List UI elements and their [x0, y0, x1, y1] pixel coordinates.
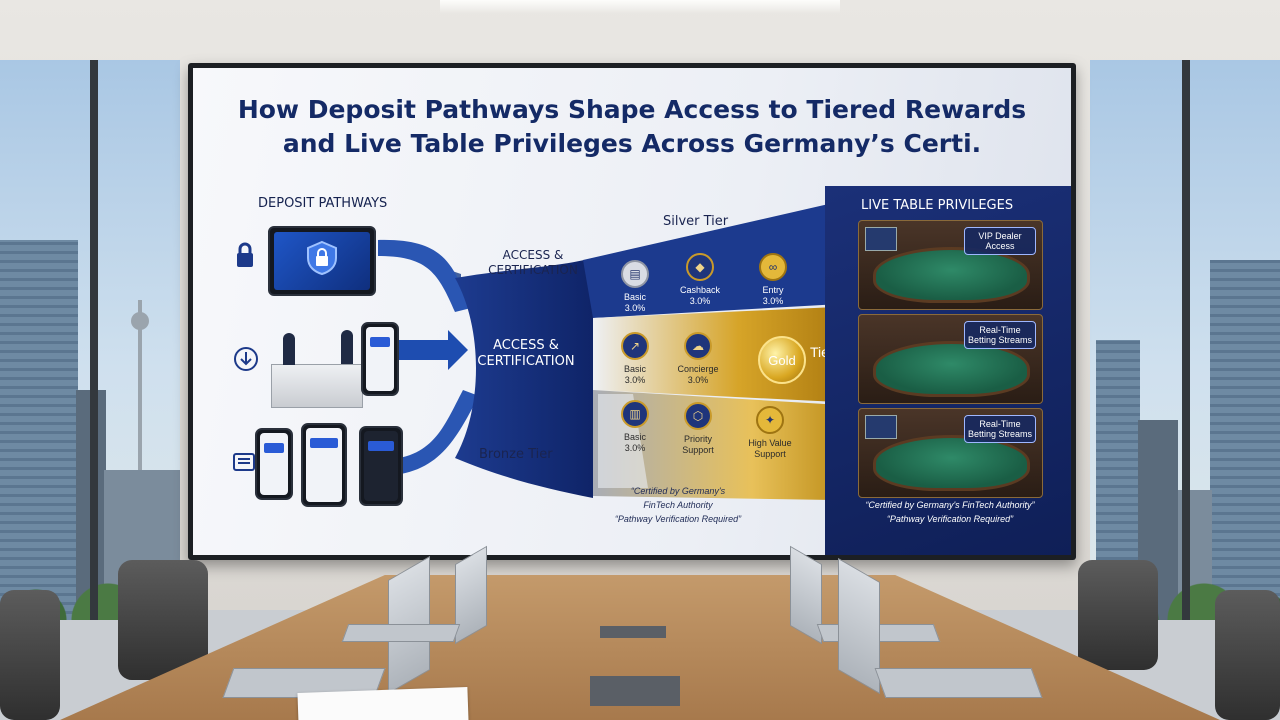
phone: [361, 322, 399, 396]
monitor: [865, 415, 897, 439]
badge-icon: ▤: [621, 260, 649, 288]
tv-tower-sphere: [131, 312, 149, 330]
ceiling-light: [440, 0, 840, 14]
phone: [301, 423, 347, 507]
office-chair: [118, 560, 208, 680]
privilege-bubble: VIP Dealer Access: [964, 227, 1036, 255]
privilege-bubble: Real-Time Betting Streams: [964, 415, 1036, 443]
live-table-card: Real-Time Betting Streams: [858, 408, 1043, 498]
bank-customer: [341, 330, 353, 364]
left-window: [0, 60, 180, 620]
monitor: [865, 227, 897, 251]
badge-icon: ↗: [621, 332, 649, 360]
bronze-benefit: ⬡ Priority Support: [661, 402, 735, 456]
building: [0, 240, 78, 620]
badge-icon: ∞: [759, 253, 787, 281]
silver-benefit: ∞ Entry 3.0%: [736, 253, 810, 307]
window-mullion: [90, 60, 98, 620]
office-chair: [1078, 560, 1158, 670]
gold-benefit: ☁ Concierge 3.0%: [661, 332, 735, 386]
download-icon: [233, 346, 259, 372]
silver-tier-label: Silver Tier: [663, 214, 729, 229]
certification-note-left: “Certified by Germany's FinTech Authorit…: [614, 486, 742, 524]
access-certification-label-top: ACCESS & CERTIFICATION: [488, 248, 578, 277]
bronze-tier-band: [593, 390, 858, 500]
bank-clerk: [283, 333, 295, 365]
tablet: [600, 626, 666, 638]
table-felt: [873, 435, 1030, 491]
infographic-screen: How Deposit Pathways Shape Access to Tie…: [193, 68, 1071, 555]
access-funnel: [455, 258, 593, 498]
table-felt: [873, 247, 1030, 303]
phone: [255, 428, 293, 500]
badge-icon: ⬡: [684, 402, 712, 430]
title-line-2: and Live Table Privileges Across Germany…: [282, 129, 982, 158]
gold-benefit: ↗ Basic 3.0%: [598, 332, 672, 386]
bronze-tier-label: Bronze Tier: [479, 447, 553, 462]
badge-icon: ▥: [621, 400, 649, 428]
infographic-title: How Deposit Pathways Shape Access to Tie…: [193, 93, 1071, 161]
phone: [359, 426, 403, 506]
laptop-secure-deposit: [268, 226, 376, 296]
table-felt: [873, 341, 1030, 397]
privilege-bubble: Real-Time Betting Streams: [964, 321, 1036, 349]
gold-coin: Gold: [758, 336, 806, 384]
access-certification-label-center: ACCESS & CERTIFICATION: [477, 338, 575, 369]
office-chair: [0, 590, 60, 720]
lock-icon: [233, 240, 257, 270]
live-table-card: Real-Time Betting Streams: [858, 314, 1043, 404]
certification-note-right: “Certified by Germany's FinTech Authorit…: [865, 500, 1035, 524]
deposit-pathways-label: DEPOSIT PATHWAYS: [258, 196, 388, 211]
silver-tier-band: [583, 198, 858, 318]
title-line-1: How Deposit Pathways Shape Access to Tie…: [237, 95, 1027, 124]
live-table-privileges-title: LIVE TABLE PRIVILEGES: [861, 198, 1014, 213]
right-window: [1090, 60, 1280, 620]
document-icon: [233, 453, 255, 471]
office-chair: [1215, 590, 1280, 720]
silver-benefit: ▤ Basic 3.0%: [598, 260, 672, 314]
paper-document: [297, 687, 469, 720]
bronze-benefit: ▥ Basic 3.0%: [598, 400, 672, 454]
bronze-benefit: ✦ High Value Support: [733, 406, 807, 460]
tv-tower: [138, 300, 142, 470]
flow-arrow-bottom: [378, 390, 479, 476]
badge-icon: ◆: [686, 253, 714, 281]
flow-arrow-middle: [378, 330, 468, 370]
silver-benefit: ◆ Cashback 3.0%: [663, 253, 737, 307]
shield-lock-icon: [307, 240, 337, 276]
tablet: [590, 676, 680, 706]
badge-icon: ☁: [684, 332, 712, 360]
live-table-card: VIP Dealer Access: [858, 220, 1043, 310]
bank-counter: [271, 364, 363, 408]
window-mullion: [1182, 60, 1190, 620]
flow-arrow-top: [378, 239, 471, 312]
badge-icon: ✦: [756, 406, 784, 434]
